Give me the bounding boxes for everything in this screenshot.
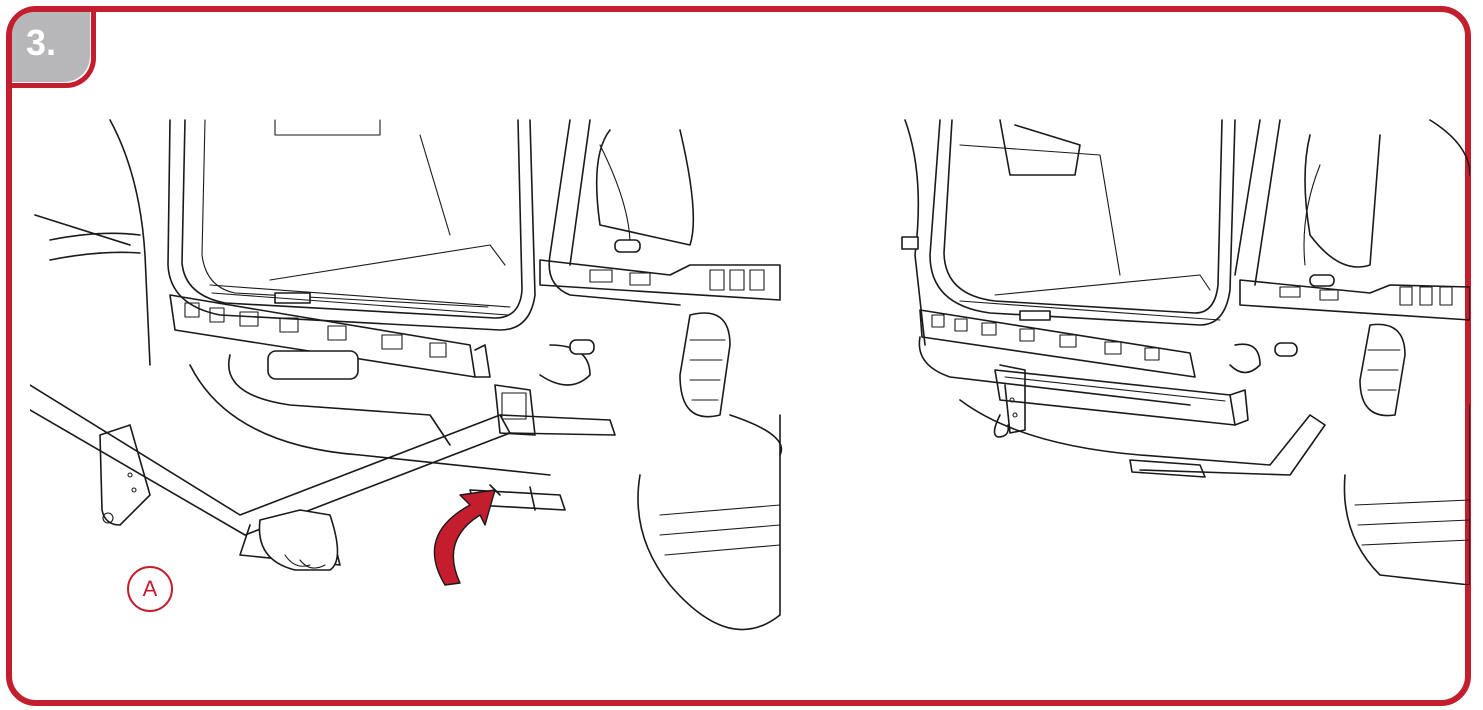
callout-label: A — [142, 576, 158, 601]
step-number: 3. — [26, 22, 57, 63]
right-illustration — [901, 119, 1470, 585]
step-tab: 3. — [12, 12, 90, 82]
left-illustration — [30, 119, 783, 631]
callout-a: A — [127, 566, 173, 612]
curved-arrow-icon — [433, 489, 496, 586]
step-frame: 3. — [6, 6, 1471, 706]
